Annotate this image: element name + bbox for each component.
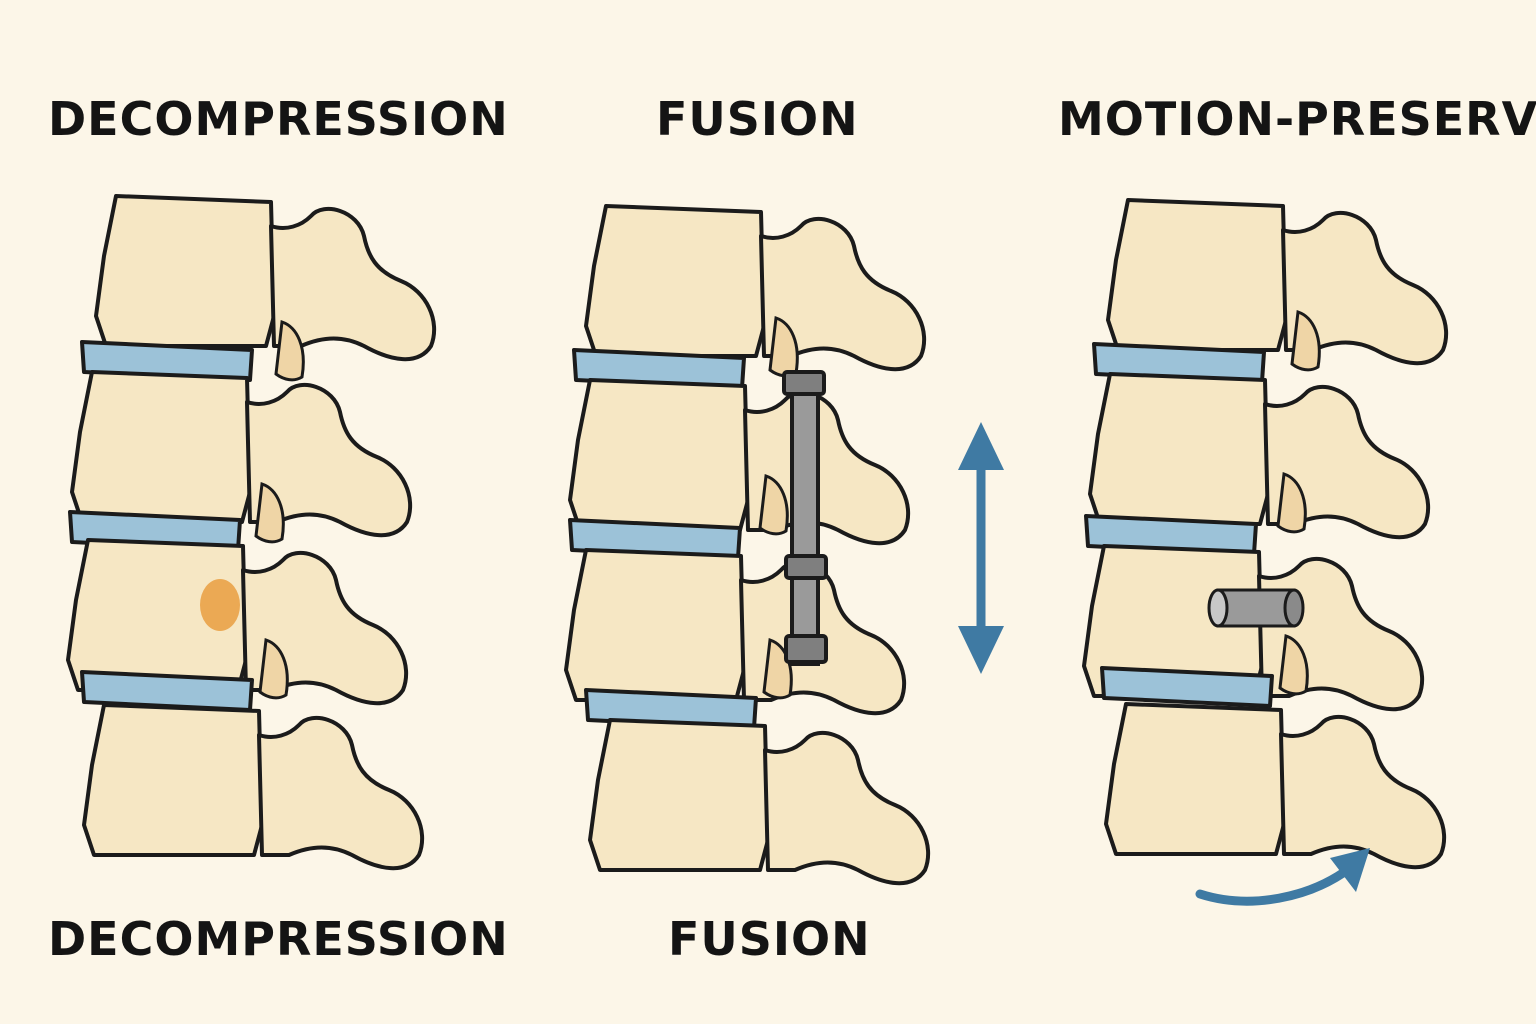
compression-lesion [200, 579, 240, 631]
vertebra-l4 [1104, 702, 1447, 870]
vertebra-l2 [70, 370, 413, 538]
disc-3 [1100, 666, 1274, 708]
motion-preserving-title: MOTION-PRESERVIN [1058, 92, 1536, 146]
vertebra-l1 [584, 204, 927, 372]
vertebra-l1 [1106, 198, 1449, 366]
fusion-rod [790, 382, 820, 666]
pedicle-screw [782, 370, 826, 396]
motion-preserving-spine [1082, 198, 1449, 870]
decompression-spine [66, 194, 437, 871]
fusion-spine [564, 204, 931, 886]
vertebra-l2 [568, 378, 911, 546]
fusion-caption: FUSION [668, 912, 871, 966]
vertebra-l2 [1088, 372, 1431, 540]
fusion-rod-implant [782, 370, 828, 666]
fusion-title: FUSION [656, 92, 859, 146]
decompression-title: DECOMPRESSION [48, 92, 509, 146]
vertebra-l3 [564, 548, 907, 716]
motion-preserving-implant [1207, 588, 1305, 628]
vertebra-l1 [94, 194, 437, 362]
pedicle-screw [784, 634, 828, 664]
vertebra-l4 [82, 703, 425, 871]
vertebra-l4 [588, 718, 931, 886]
double-headed-vertical-arrow-icon [958, 422, 1004, 674]
decompression-caption: DECOMPRESSION [48, 912, 509, 966]
pedicle-screw [784, 554, 828, 580]
curved-arrow-icon [1195, 848, 1370, 906]
